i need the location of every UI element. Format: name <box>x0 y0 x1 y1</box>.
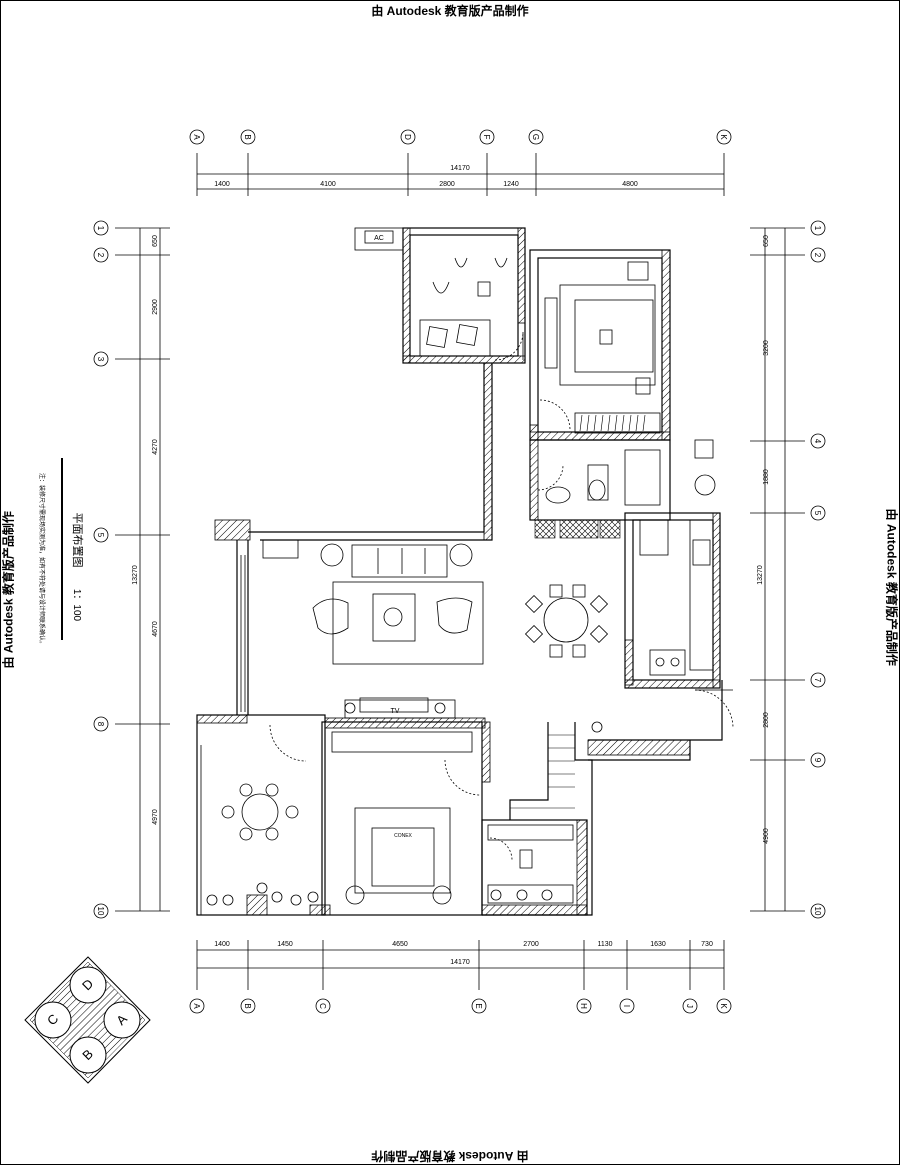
tv-label: TV <box>391 708 400 715</box>
grid-label: I <box>622 1005 631 1007</box>
grid-label: J <box>685 1004 694 1008</box>
dim-bottom-seg: 730 <box>701 941 713 948</box>
dim-left-seg: 4970 <box>152 809 159 825</box>
plants <box>206 702 603 906</box>
grid-label: 10 <box>96 907 105 916</box>
grid-label: 4 <box>813 439 822 444</box>
dim-bottom-seg: 1400 <box>214 941 230 948</box>
dim-left-seg: 650 <box>152 235 159 247</box>
dim-bottom-seg: 1130 <box>597 941 612 948</box>
grid-label: 7 <box>813 678 822 683</box>
dim-left-total: 13270 <box>132 565 139 585</box>
title-block: 平面布置图 1：100 注：装修尺寸需现场实测为准，如有不符处请与设计师联系确认… <box>38 458 84 647</box>
grid-label: 5 <box>813 511 822 516</box>
grid-label: H <box>579 1003 588 1009</box>
grid-label: A <box>192 1003 201 1009</box>
grid-label: K <box>719 1003 728 1009</box>
compass-rose: A B C D <box>24 956 151 1084</box>
drawing-note: 注：装修尺寸需现场实测为准，如有不符处请与设计师联系确认。 <box>38 473 46 647</box>
walls <box>196 227 723 916</box>
ac-label: AC <box>374 235 384 242</box>
grid-label: 2 <box>813 253 822 258</box>
bed-sign-label: CONEX <box>394 833 412 839</box>
grid-label: 5 <box>96 533 105 538</box>
grid-label: E <box>474 1003 483 1008</box>
dim-right-seg: 650 <box>763 235 770 247</box>
grid-label: B <box>243 134 252 139</box>
dim-right-total: 13270 <box>757 565 764 585</box>
drawing-title: 平面布置图 <box>71 513 84 568</box>
watermark-top: 由 Autodesk 教育版产品制作 <box>371 4 529 18</box>
grid-label: K <box>719 134 728 140</box>
dim-left-seg: 2900 <box>152 299 159 315</box>
grid-label: B <box>243 1003 252 1008</box>
dim-right-seg: 3200 <box>763 340 770 356</box>
grid-label: 1 <box>96 226 105 231</box>
dim-bottom-total: 14170 <box>450 959 470 966</box>
grid-label: 2 <box>96 253 105 258</box>
dim-left-seg: 4270 <box>152 439 159 455</box>
dim-top-total: 14170 <box>450 165 470 172</box>
grid-label: 3 <box>96 357 105 362</box>
dim-right-seg: 2800 <box>763 712 770 728</box>
grid-label: C <box>318 1003 327 1009</box>
grid-label: 9 <box>813 758 822 763</box>
dim-right-seg: 1880 <box>763 469 770 485</box>
dim-left-seg: 4670 <box>152 621 159 637</box>
grid-label: 8 <box>96 722 105 727</box>
grid-label: A <box>192 134 201 140</box>
dim-bottom-seg: 1450 <box>277 941 293 948</box>
dim-top-seg: 2800 <box>439 181 455 188</box>
grid-label: D <box>403 134 412 140</box>
drawing-scale: 1：100 <box>71 589 82 622</box>
furniture <box>196 227 734 915</box>
dim-top-seg: 4100 <box>320 181 336 188</box>
dim-top-seg: 1240 <box>503 181 519 188</box>
grid-label: 10 <box>813 907 822 916</box>
grid-label: 1 <box>813 226 822 231</box>
dim-bottom-seg: 2700 <box>523 941 539 948</box>
dim-top-seg: 4800 <box>622 181 638 188</box>
grid-label: F <box>482 135 491 140</box>
dim-top-seg: 1400 <box>214 181 230 188</box>
dim-bottom-seg: 1630 <box>650 941 666 948</box>
dim-bottom-seg: 4650 <box>392 941 408 948</box>
dim-right-seg: 4900 <box>763 828 770 844</box>
grid-label: G <box>531 134 540 140</box>
